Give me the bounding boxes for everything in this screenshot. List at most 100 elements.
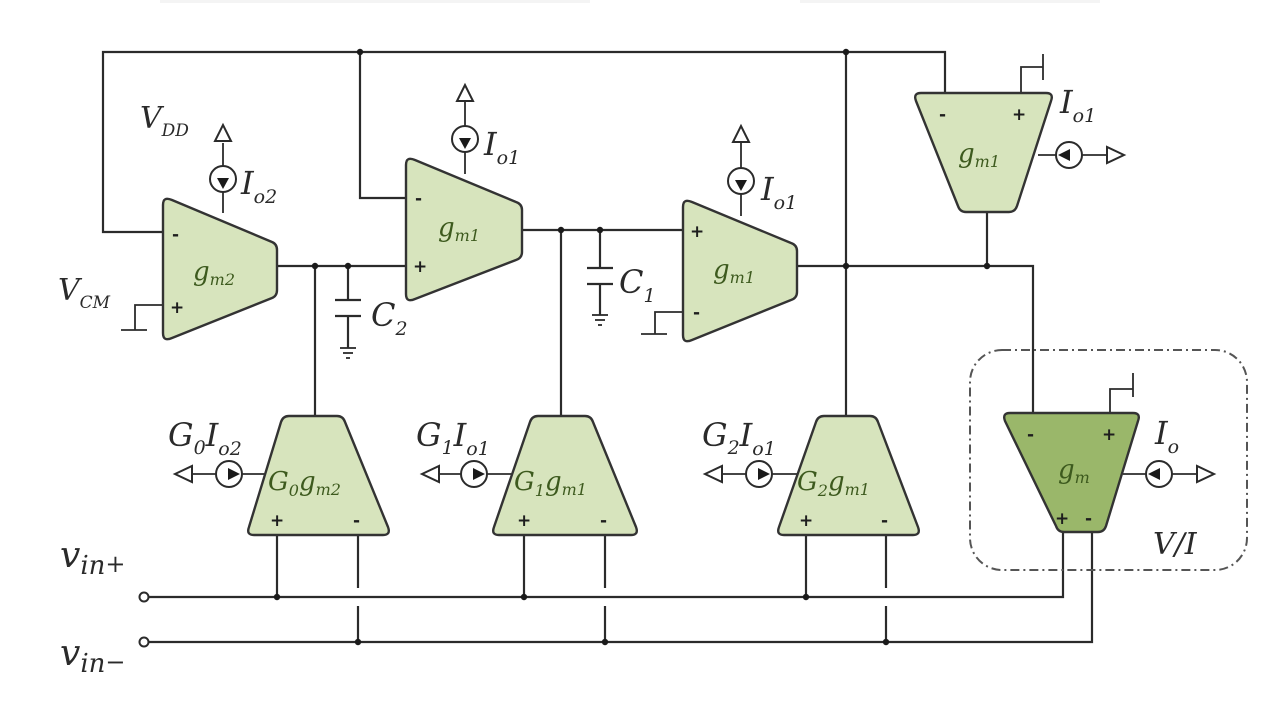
bias-source-io: [1123, 460, 1217, 488]
bias-io1-c-label: Io1: [1059, 83, 1096, 127]
junction-dot: [520, 593, 528, 601]
pin-sign: +: [270, 511, 284, 531]
junction-dot: [842, 262, 850, 270]
capacitor-c1-label: C1: [619, 263, 656, 307]
wire-gm1c-plus-gnd: [1020, 66, 1043, 93]
junctions: [273, 48, 991, 646]
vi-block-label: V/I: [1153, 527, 1198, 562]
ota-gm: [1002, 411, 1141, 534]
pin-signs: - + - + + - - + + - + - + - - + + -: [170, 105, 1116, 531]
arrow-left-icon: [1058, 149, 1070, 161]
arrow-down-icon: [459, 138, 471, 149]
pin-sign: -: [881, 511, 888, 531]
wire-node-gm1b-out: [797, 264, 1035, 413]
ota-g0gm2-label: G0gm2: [268, 467, 341, 500]
pin-sign: +: [1055, 509, 1069, 529]
bias-source-io1-c: [1038, 141, 1127, 169]
ota-gm-label: gm: [1058, 455, 1090, 487]
pin-sign: +: [170, 298, 184, 318]
ota-gm2: [161, 197, 279, 341]
vi-block-border: [969, 349, 1248, 571]
vin-plus-label: vin+: [60, 535, 126, 581]
ota-gm1-b: [681, 199, 799, 343]
vin-plus-terminal: [138, 591, 150, 603]
pin-sign: -: [600, 511, 607, 531]
ota-gm1-b-label: gm1: [713, 255, 755, 287]
vdd-label: VDD: [140, 101, 189, 141]
junction-dot: [354, 638, 362, 646]
wire-vin-minus-bus: [148, 532, 1094, 644]
pin-sign: -: [415, 189, 422, 209]
capacitor-c2: [335, 298, 361, 359]
pin-sign: -: [172, 225, 179, 245]
bias-source-g1io1: [419, 460, 513, 488]
supply-arrow-left-icon: [702, 464, 723, 484]
ota-gm1-c-label: gm1: [958, 139, 1000, 171]
vdd-arrow-icon: [455, 82, 475, 102]
wire-gm-plus-gnd: [1109, 388, 1133, 413]
bias-io1-a-label: Io1: [483, 125, 520, 169]
pin-sign: -: [353, 511, 360, 531]
junction-dot: [273, 593, 281, 601]
junction-dot: [601, 638, 609, 646]
bias-g0io2-label: G0Io2: [168, 416, 242, 460]
junction-dot: [557, 226, 565, 234]
pin-sign: +: [413, 257, 427, 277]
wire-top-bus: [101, 50, 947, 234]
supply-arrow-left-icon: [419, 464, 440, 484]
arrow-down-icon: [735, 180, 747, 191]
bias-io1-b-label: Io1: [760, 170, 797, 214]
junction-dot: [842, 48, 850, 56]
pin-sign: -: [693, 303, 700, 323]
supply-arrow-right-icon: [1196, 464, 1217, 484]
pin-sign: +: [799, 511, 813, 531]
bias-g1io1-label: G1Io1: [416, 416, 490, 460]
pin-sign: +: [1012, 105, 1026, 125]
bias-source-g2io1: [702, 460, 797, 488]
bias-source-io1-b: [727, 123, 755, 216]
vdd-arrow-icon: [731, 123, 751, 143]
pin-sign: -: [1027, 425, 1034, 445]
bias-io2-label: Io2: [240, 164, 277, 208]
ota-g0gm2: [246, 414, 391, 537]
ota-gm1-a-label: gm1: [438, 213, 480, 245]
capacitor-c1: [587, 266, 613, 326]
vdd-arrow-icon: [213, 122, 233, 142]
vin-minus-label: vin−: [60, 633, 126, 679]
junction-dot: [882, 638, 890, 646]
bias-source-io1-a: [451, 82, 479, 174]
pin-sign: -: [939, 105, 946, 125]
ota-gm2-label: gm2: [193, 257, 235, 289]
supply-arrow-right-icon: [1106, 145, 1127, 165]
ota-gm1-c: [913, 91, 1054, 214]
arrow-left-icon: [1148, 468, 1160, 480]
bias-source-io2: [209, 122, 237, 213]
bias-io-label: Io: [1154, 414, 1179, 458]
bias-g2io1-label: G2Io1: [702, 416, 776, 460]
pin-sign: -: [1085, 509, 1092, 529]
vin-minus-terminal: [138, 636, 150, 648]
arrow-right-icon: [473, 468, 485, 480]
junction-dot: [311, 262, 319, 270]
wire-vcm: [134, 304, 163, 330]
capacitor-c2-label: C2: [371, 296, 408, 340]
ota-g1gm1: [491, 414, 639, 537]
vcm-label: VCM: [58, 273, 111, 313]
bias-source-g0io2: [172, 460, 268, 488]
junction-dot: [596, 226, 604, 234]
wires: [101, 50, 1134, 644]
junction-dot: [802, 593, 810, 601]
supply-arrow-left-icon: [172, 464, 193, 484]
ota-g2gm1-label: G2gm1: [797, 467, 870, 500]
wire-fb-gm1a: [358, 52, 406, 200]
top-strip-right: [800, 0, 1100, 3]
arrow-right-icon: [228, 468, 240, 480]
wire-vin-plus-bus: [148, 532, 1065, 599]
pin-sign: +: [690, 222, 704, 242]
ota-g1gm1-label: G1gm1: [514, 467, 587, 500]
junction-dot: [344, 262, 352, 270]
pin-sign: +: [517, 511, 531, 531]
top-strip-left: [160, 0, 590, 3]
arrow-right-icon: [758, 468, 770, 480]
